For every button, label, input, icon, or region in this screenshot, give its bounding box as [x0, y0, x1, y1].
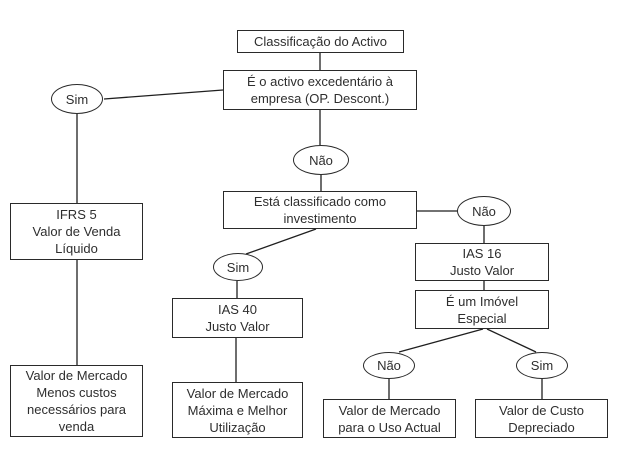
- node-valor-mercado-menos-custos: Valor de Mercado Menos custos necessário…: [10, 365, 143, 437]
- edge-imovel-to-nao-bottom: [398, 328, 484, 353]
- decision-nao-right: Não: [457, 196, 511, 226]
- decision-sim-center: Sim: [213, 253, 263, 281]
- node-valor-mercado-uso-actual: Valor de Mercado para o Uso Actual: [323, 399, 456, 438]
- edge-excedentario-to-sim-left: [103, 89, 224, 100]
- edge-esta-classificado-to-sim-center: [245, 228, 317, 255]
- node-valor-custo-depreciado: Valor de Custo Depreciado: [475, 399, 608, 438]
- node-activo-excedentario: É o activo excedentário à empresa (OP. D…: [223, 70, 417, 110]
- decision-nao-bottom: Não: [363, 352, 415, 379]
- node-ifrs5-valor-venda-liquido: IFRS 5 Valor de Venda Líquido: [10, 203, 143, 260]
- decision-nao-center: Não: [293, 145, 349, 175]
- node-ias16-justo-valor: IAS 16 Justo Valor: [415, 243, 549, 281]
- node-e-um-imovel-especial: É um Imóvel Especial: [415, 290, 549, 329]
- edge-imovel-to-sim-bottom: [486, 328, 537, 353]
- decision-sim-left: Sim: [51, 84, 103, 114]
- node-ias40-justo-valor: IAS 40 Justo Valor: [172, 298, 303, 338]
- node-classificacao-do-activo: Classificação do Activo: [237, 30, 404, 53]
- decision-sim-bottom: Sim: [516, 352, 568, 379]
- node-valor-mercado-melhor-utilizacao: Valor de Mercado Máxima e Melhor Utiliza…: [172, 382, 303, 438]
- node-esta-classificado-investimento: Está classificado como investimento: [223, 191, 417, 229]
